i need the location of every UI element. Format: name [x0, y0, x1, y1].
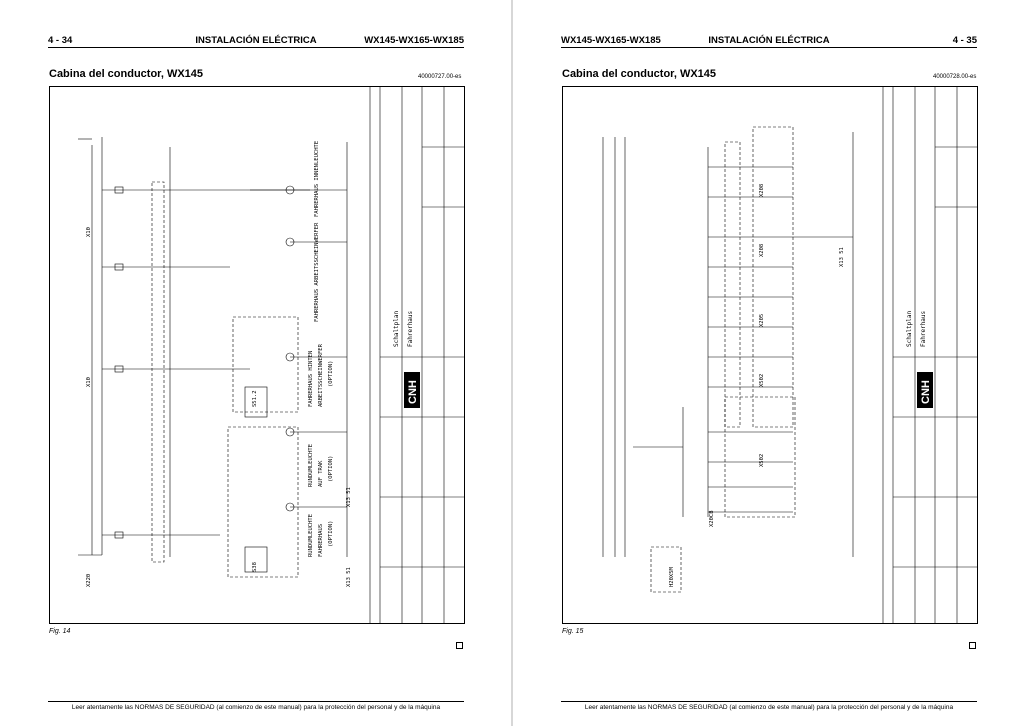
svg-text:CNH: CNH [407, 380, 419, 404]
svg-text:AUF TRAK: AUF TRAK [318, 460, 324, 487]
svg-text:X208: X208 [759, 244, 765, 257]
left-page: 4 - 34 INSTALACIÓN ELÉCTRICA WX145-WX165… [0, 0, 511, 726]
section-title: INSTALACIÓN ELÉCTRICA [708, 35, 830, 46]
footer-rule [561, 701, 977, 702]
svg-text:X13 51: X13 51 [839, 247, 845, 267]
svg-text:S38: S38 [252, 562, 258, 572]
end-marker [969, 642, 976, 649]
model-list: WX145-WX165-WX185 [364, 35, 464, 46]
svg-text:FAHRERHAUS: FAHRERHAUS [318, 524, 324, 557]
svg-text:X10: X10 [86, 377, 92, 387]
svg-text:H20X5M: H20X5M [669, 566, 675, 587]
svg-text:ARBEITSSCHEINWERFER: ARBEITSSCHEINWERFER [318, 343, 324, 407]
svg-text:(OPTION): (OPTION) [328, 361, 334, 388]
page-number: 4 - 34 [48, 35, 73, 46]
footer-rule [48, 701, 464, 702]
model-list: WX145-WX165-WX185 [561, 35, 661, 46]
wiring-schematic-right: X208 X208 X205 X502 X502 X13 51 X20CB H2… [562, 86, 978, 624]
figure-label: Fig. 14 [49, 628, 71, 635]
svg-text:RUNDUMLEUCHTE: RUNDUMLEUCHTE [308, 514, 314, 557]
svg-text:FAHRERHAUS HINTEN: FAHRERHAUS HINTEN [308, 351, 314, 407]
svg-text:X502: X502 [759, 454, 765, 467]
header-rule [48, 47, 464, 48]
right-page: WX145-WX165-WX185 INSTALACIÓN ELÉCTRICA … [513, 0, 1024, 726]
svg-text:FAHRERHAUS INNENLEUCHTE: FAHRERHAUS INNENLEUCHTE [314, 141, 320, 217]
cnh-logo: CNH [917, 372, 933, 408]
svg-text:(OPTION): (OPTION) [328, 456, 334, 483]
page-header: WX145-WX165-WX185 INSTALACIÓN ELÉCTRICA … [561, 35, 977, 49]
schematic-drawing: FAHRERHAUS INNENLEUCHTE FAHRERHAUS ARBEI… [78, 87, 464, 623]
svg-text:X502: X502 [759, 374, 765, 387]
page-title: Cabina del conductor, WX145 [562, 68, 717, 80]
cnh-logo: CNH [404, 372, 420, 408]
svg-text:S51.2: S51.2 [252, 390, 258, 407]
header-rule [561, 47, 977, 48]
svg-text:X13 51: X13 51 [346, 567, 352, 587]
wiring-schematic-left: FAHRERHAUS INNENLEUCHTE FAHRERHAUS ARBEI… [49, 86, 465, 624]
footer-text: Leer atentamente las NORMAS DE SEGURIDAD… [584, 704, 954, 711]
svg-text:X13 51: X13 51 [346, 487, 352, 507]
doc-number: 40000727.00-es [418, 74, 462, 80]
svg-text:Schaltplan: Schaltplan [906, 310, 913, 347]
svg-text:CNH: CNH [920, 380, 932, 404]
schematic-drawing: X208 X208 X205 X502 X502 X13 51 X20CB H2… [602, 87, 977, 623]
section-title: INSTALACIÓN ELÉCTRICA [195, 35, 317, 46]
figure-label: Fig. 15 [562, 628, 584, 635]
footer-text: Leer atentamente las NORMAS DE SEGURIDAD… [71, 704, 441, 711]
page-gutter [511, 0, 513, 726]
svg-text:FAHRERHAUS ARBEITSSCHEINWERFER: FAHRERHAUS ARBEITSSCHEINWERFER [314, 222, 320, 322]
page-number: 4 - 35 [952, 35, 977, 46]
svg-text:Fahrerhaus: Fahrerhaus [920, 310, 927, 347]
svg-text:X208: X208 [759, 184, 765, 197]
end-marker [456, 642, 463, 649]
page-header: 4 - 34 INSTALACIÓN ELÉCTRICA WX145-WX165… [48, 35, 464, 49]
svg-text:Fahrerhaus: Fahrerhaus [407, 310, 414, 347]
svg-text:Schaltplan: Schaltplan [393, 310, 400, 347]
page-title: Cabina del conductor, WX145 [49, 68, 204, 80]
svg-text:X220: X220 [86, 574, 92, 587]
doc-number: 40000728.00-es [933, 74, 977, 80]
svg-text:X205: X205 [759, 314, 765, 327]
svg-text:(OPTION): (OPTION) [328, 521, 334, 548]
svg-text:X20CB: X20CB [709, 510, 715, 527]
svg-text:RUNDUMLEUCHTE: RUNDUMLEUCHTE [308, 444, 314, 487]
svg-text:X10: X10 [86, 227, 92, 237]
